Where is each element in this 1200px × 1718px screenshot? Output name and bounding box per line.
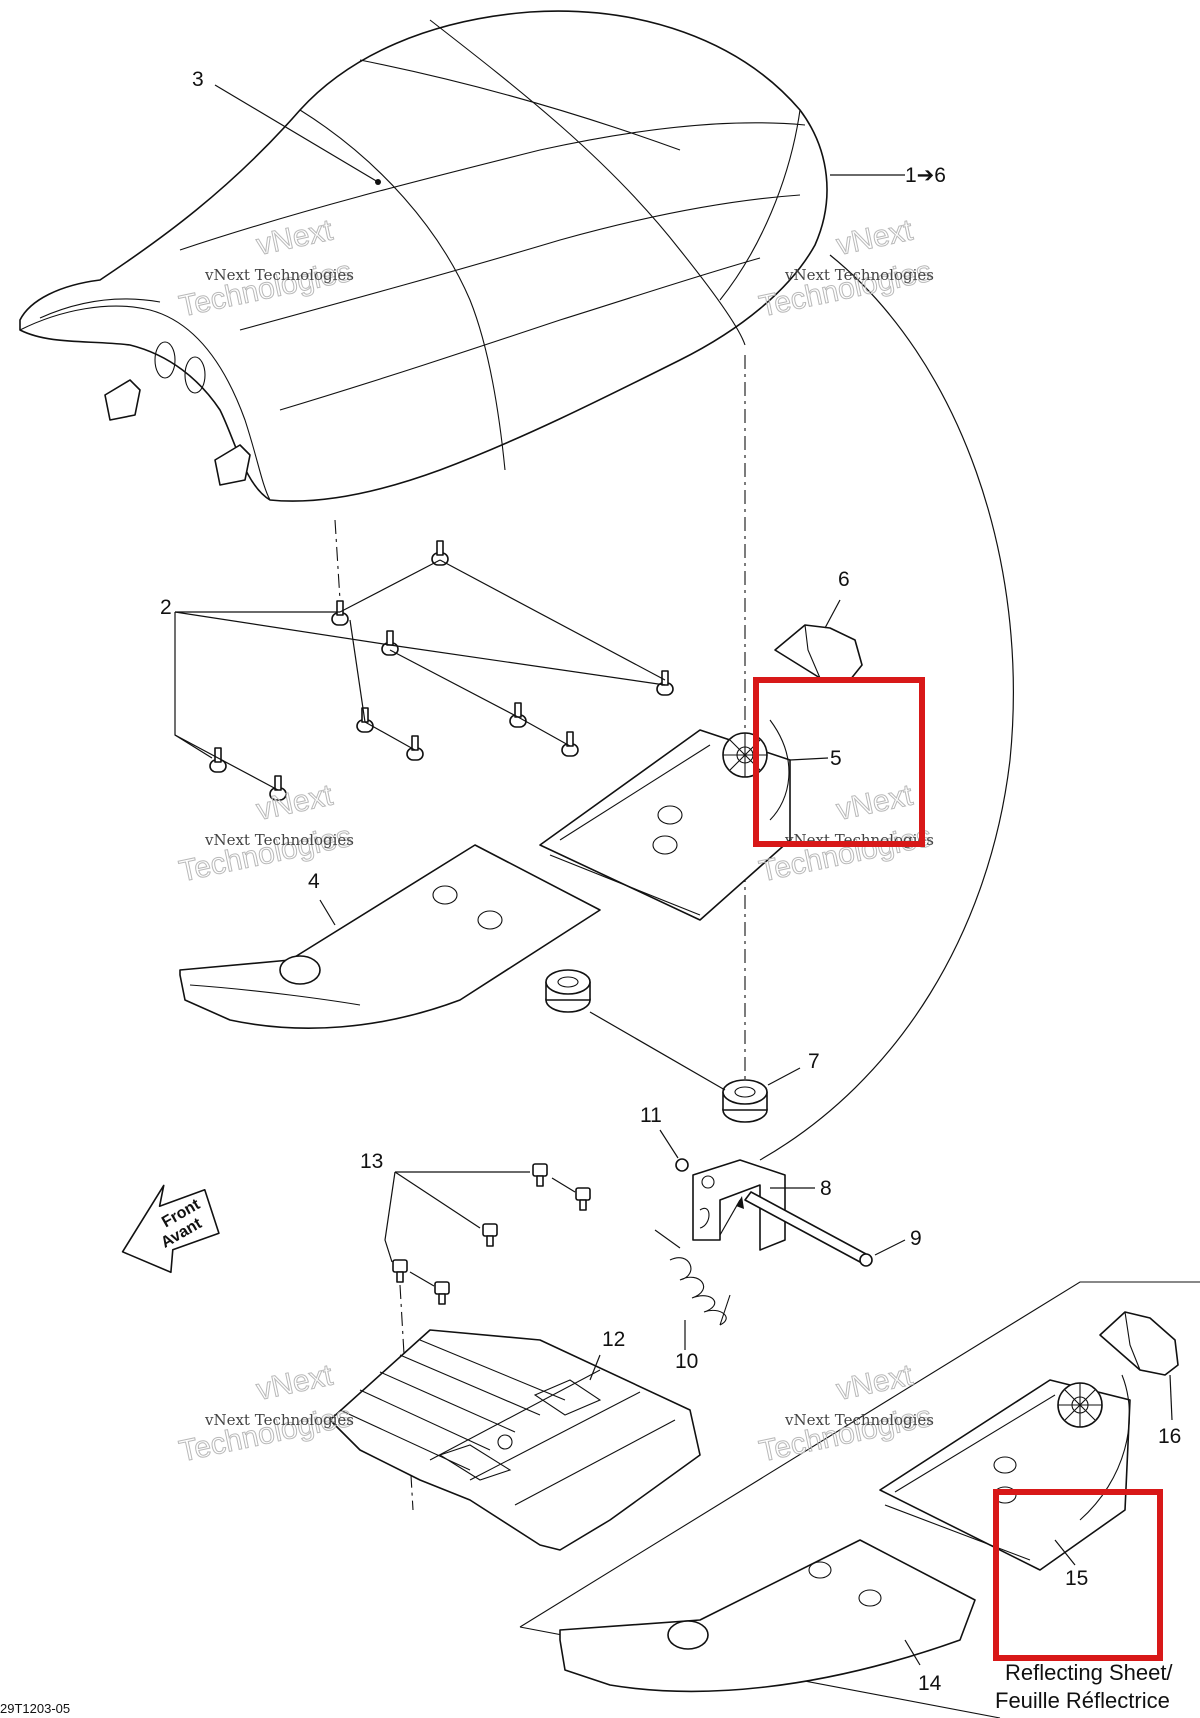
highlight-box-part-5 <box>753 677 925 847</box>
svg-text:vNext: vNext <box>834 214 917 262</box>
panel-part-14 <box>559 1539 976 1693</box>
svg-text:vNext: vNext <box>834 1359 917 1407</box>
cap-part-6 <box>774 624 863 681</box>
watermark-3: vNext Technologies vNext Technologies <box>176 778 355 889</box>
callout-2: 2 <box>160 596 172 619</box>
bracket-part-8 <box>692 1159 815 1251</box>
spring-part-10 <box>654 1196 744 1350</box>
watermark-6: vNext Technologies vNext Technologies <box>756 1358 935 1469</box>
svg-text:vNext Technologies: vNext Technologies <box>204 1411 354 1429</box>
callout-9: 9 <box>910 1227 922 1250</box>
bolt-part-9 <box>744 1191 906 1267</box>
washer-part-11 <box>659 1129 689 1172</box>
reflecting-sheet-label-en: Reflecting Sheet/ <box>1005 1660 1173 1685</box>
callout-11: 11 <box>640 1104 662 1127</box>
reflecting-sheet-inset <box>519 1281 1200 1718</box>
svg-text:vNext Technologies: vNext Technologies <box>784 266 934 284</box>
svg-text:vNext: vNext <box>254 1359 337 1407</box>
callout-16: 16 <box>1158 1425 1181 1448</box>
leader-6 <box>824 599 841 629</box>
callout-7: 7 <box>808 1050 820 1073</box>
callout-10: 10 <box>675 1350 698 1373</box>
leader-3 <box>214 84 379 183</box>
grommet-leaders <box>174 559 666 791</box>
seat-part <box>19 10 828 502</box>
reflector-part-15 <box>879 1379 1131 1571</box>
callout-4: 4 <box>308 870 320 893</box>
svg-text:vNext: vNext <box>834 779 917 827</box>
callout-14: 14 <box>918 1672 942 1695</box>
leader-5 <box>789 757 829 761</box>
highlight-box-part-15 <box>993 1489 1163 1661</box>
grommet-set <box>209 540 674 801</box>
callout-15: 15 <box>1065 1567 1088 1590</box>
callout-1-to-6: 1➔6 <box>905 164 946 187</box>
skid-plate-part-12 <box>329 1329 701 1551</box>
figure-code: 29T1203-05 <box>0 1701 70 1716</box>
watermark-5: vNext Technologies vNext Technologies <box>176 1358 355 1469</box>
assembly-axis-left <box>334 519 341 601</box>
nut-part-7 <box>545 969 801 1123</box>
reflecting-sheet-label-fr: Feuille Réflectrice <box>995 1688 1170 1713</box>
callout-5: 5 <box>830 747 842 770</box>
svg-text:vNext Technologies: vNext Technologies <box>204 831 354 849</box>
callout-3: 3 <box>192 68 204 91</box>
leader-4 <box>319 899 336 926</box>
svg-text:vNext Technologies: vNext Technologies <box>784 1411 934 1429</box>
callout-13: 13 <box>360 1150 383 1173</box>
front-panel-part-4 <box>179 844 601 1029</box>
callout-8: 8 <box>820 1177 832 1200</box>
callout-6: 6 <box>838 568 850 591</box>
front-direction-arrow: Front Avant <box>121 1184 220 1274</box>
svg-text:vNext: vNext <box>254 779 337 827</box>
curved-leader <box>759 254 1014 1161</box>
cap-part-16 <box>1099 1311 1179 1376</box>
svg-text:vNext Technologies: vNext Technologies <box>204 266 354 284</box>
callout-12: 12 <box>602 1328 625 1351</box>
